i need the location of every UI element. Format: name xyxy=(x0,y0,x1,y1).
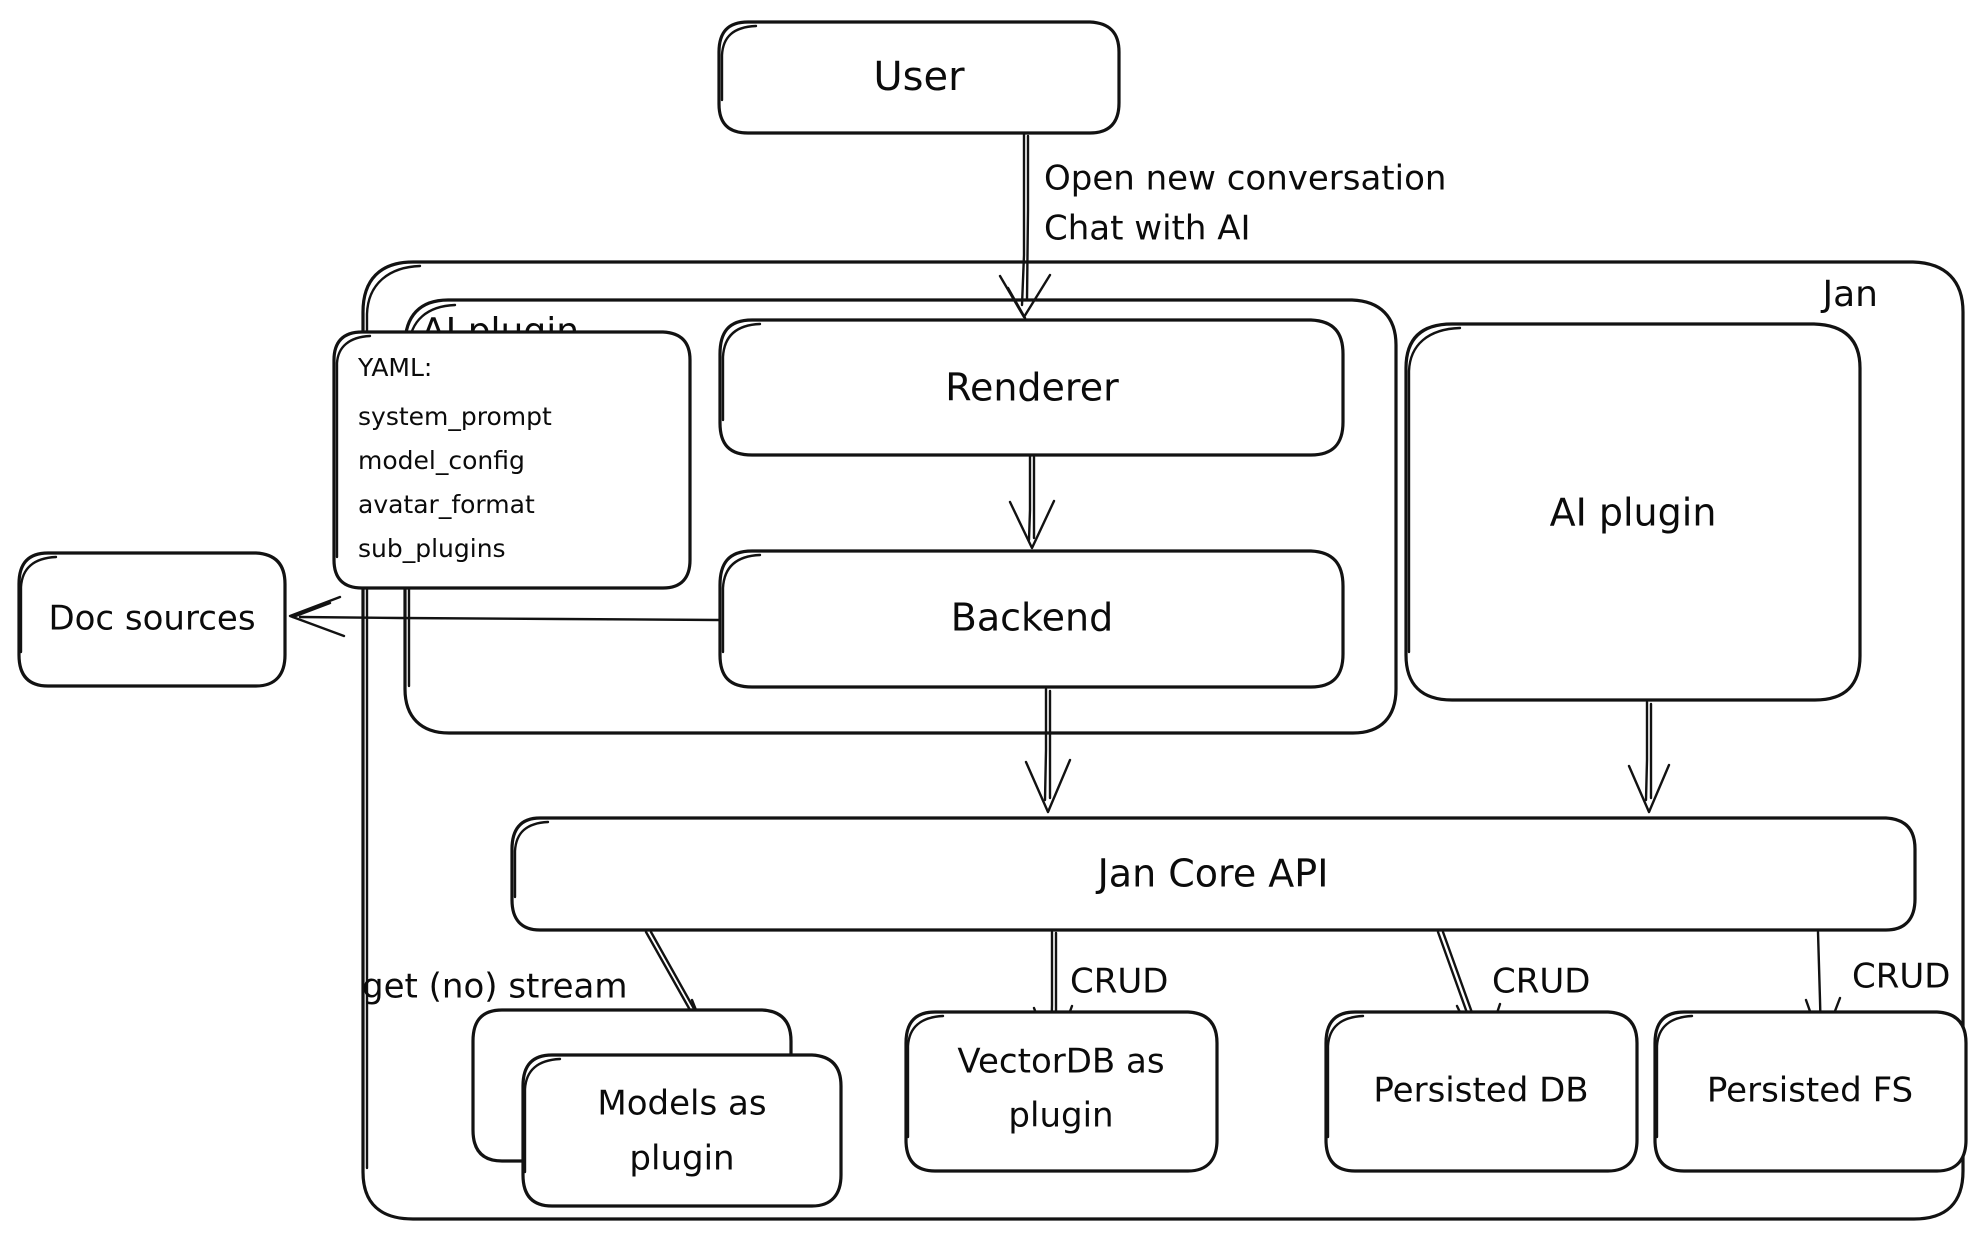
edge-backend-to-doc-sources xyxy=(288,595,721,638)
yaml-key-system-prompt: system_prompt xyxy=(358,402,552,431)
node-label-vectordb-plugin-line1: VectorDB as xyxy=(957,1042,1164,1082)
node-label-backend: Backend xyxy=(951,596,1113,640)
node-label-doc-sources: Doc sources xyxy=(48,599,255,639)
node-persisted-fs[interactable]: Persisted FS xyxy=(1653,1010,1968,1173)
yaml-key-sub-plugins: sub_plugins xyxy=(358,534,506,563)
edge-label-core-to-models: get (no) stream xyxy=(362,967,627,1007)
node-models-plugin[interactable]: Models as plugin xyxy=(471,1008,843,1208)
edge-backend-to-core-api xyxy=(1024,687,1072,814)
container-jan: Jan xyxy=(361,260,1965,1221)
node-jan-core-api[interactable]: Jan Core API xyxy=(510,816,1917,932)
node-label-models-plugin-line2: plugin xyxy=(629,1139,734,1179)
node-label-vectordb-plugin-line2: plugin xyxy=(1008,1096,1113,1136)
node-renderer[interactable]: Renderer xyxy=(718,318,1345,457)
node-label-persisted-db: Persisted DB xyxy=(1373,1071,1588,1111)
edge-ai-plugin-to-core-api xyxy=(1627,700,1671,814)
yaml-key-avatar-format: avatar_format xyxy=(358,490,535,519)
yaml-key-model-config: model_config xyxy=(358,446,525,475)
node-vectordb-plugin[interactable]: VectorDB as plugin xyxy=(904,1010,1219,1173)
yaml-header: YAML: xyxy=(357,353,432,382)
node-doc-sources[interactable]: Doc sources xyxy=(17,551,287,688)
node-persisted-db[interactable]: Persisted DB xyxy=(1324,1010,1639,1173)
node-label-persisted-fs: Persisted FS xyxy=(1707,1071,1913,1111)
edge-user-to-renderer xyxy=(998,132,1052,320)
container-label-jan: Jan xyxy=(1821,274,1879,315)
node-label-ai-plugin: AI plugin xyxy=(1550,491,1717,535)
card-yaml-config: YAML: system_prompt model_config avatar_… xyxy=(332,330,692,590)
node-label-jan-core-api: Jan Core API xyxy=(1096,852,1329,896)
edge-label-user-to-renderer-line1: Open new conversation xyxy=(1044,159,1446,199)
node-ai-plugin[interactable]: AI plugin xyxy=(1404,322,1862,702)
edge-label-core-to-vectordb: CRUD xyxy=(1070,962,1168,1002)
node-user[interactable]: User xyxy=(717,20,1121,135)
edge-renderer-to-backend xyxy=(1008,454,1056,550)
node-backend[interactable]: Backend xyxy=(718,549,1345,689)
edge-label-user-to-renderer-line2: Chat with AI xyxy=(1044,209,1251,249)
node-label-models-plugin-line1: Models as xyxy=(597,1084,766,1124)
node-label-user: User xyxy=(873,54,965,100)
edge-label-core-to-persisted-fs: CRUD xyxy=(1852,957,1950,997)
node-label-renderer: Renderer xyxy=(945,366,1119,410)
edge-label-core-to-persisted-db: CRUD xyxy=(1492,962,1590,1002)
